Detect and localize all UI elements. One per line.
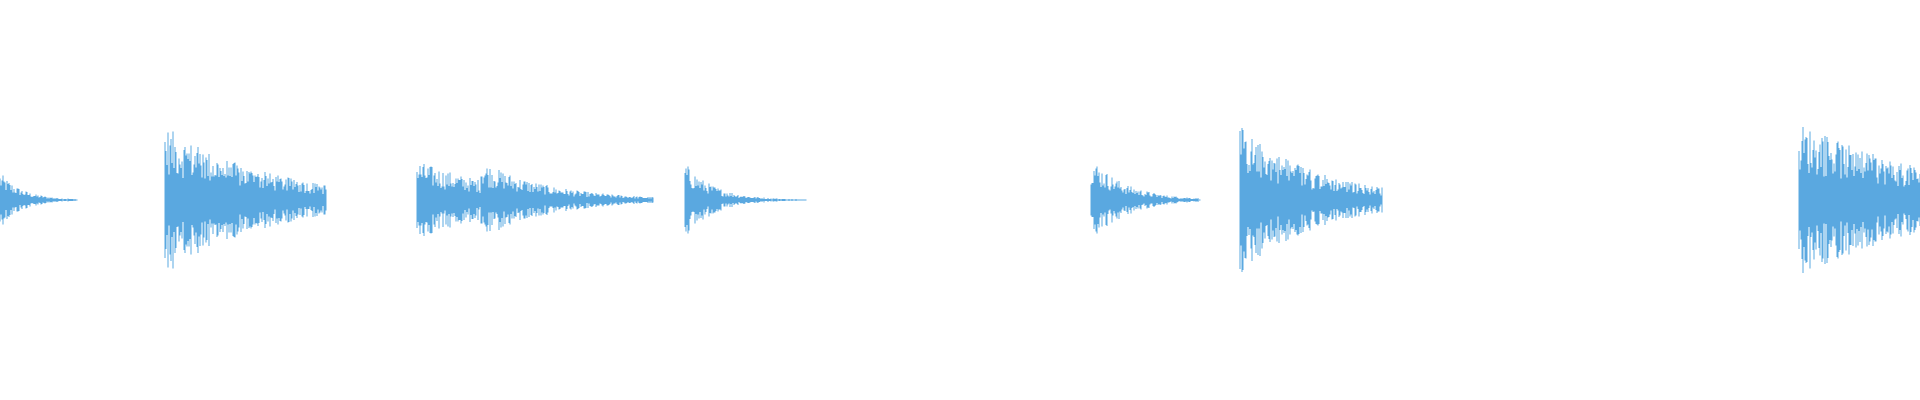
waveform-segment-7 — [1798, 126, 1920, 274]
waveform-segment-5 — [1090, 166, 1201, 234]
waveform-segment-2 — [164, 131, 327, 269]
waveform-segment-1 — [0, 175, 78, 225]
waveform-segment-6 — [1239, 128, 1383, 272]
waveform-segments — [0, 126, 1920, 274]
waveform-segment-3 — [416, 163, 654, 237]
waveform-segment-4 — [684, 166, 807, 234]
